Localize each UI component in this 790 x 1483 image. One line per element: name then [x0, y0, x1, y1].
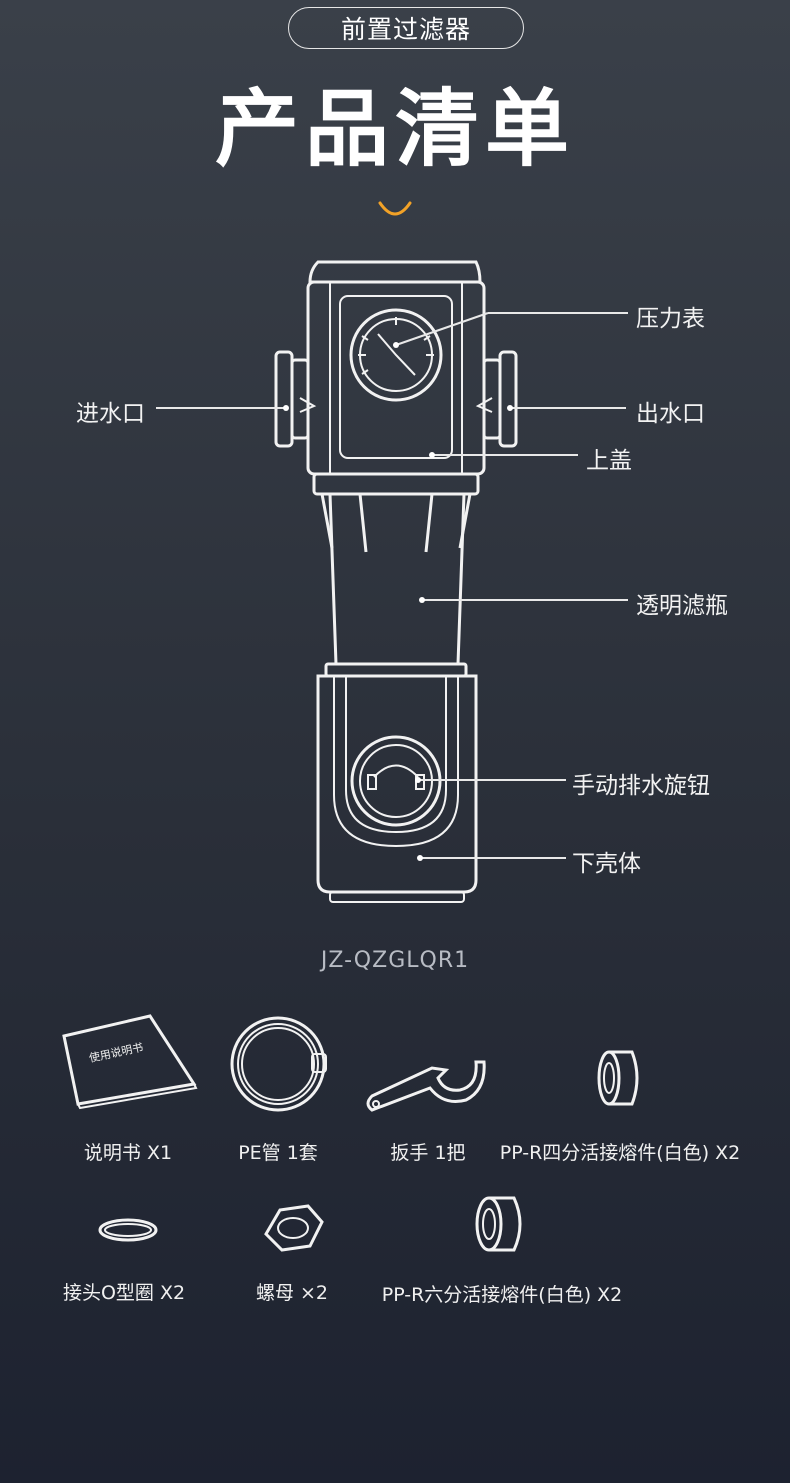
- ppr-fitting-small-icon: [597, 1050, 639, 1106]
- callout-outlet: 出水口: [636, 401, 705, 427]
- category-pill: 前置过滤器: [288, 7, 524, 49]
- item-label-o-ring: 接头O型圈 X2: [62, 1282, 186, 1304]
- pe-tube-icon: [230, 1016, 327, 1112]
- item-label-nut: 螺母 ×2: [255, 1282, 329, 1304]
- pressure-gauge-icon: [349, 308, 443, 402]
- chevron-down-icon: [378, 201, 412, 216]
- item-label-wrench: 扳手 1把: [390, 1142, 466, 1164]
- wrench-icon: [366, 1060, 486, 1112]
- outlet-fitting-icon: [475, 350, 518, 448]
- o-ring-icon: [98, 1218, 158, 1242]
- filter-diagram: [274, 260, 518, 903]
- manual-icon: 使用说明书: [62, 1014, 198, 1110]
- page-title: 产品清单: [214, 80, 575, 178]
- callout-inlet: 进水口: [76, 401, 145, 427]
- inlet-fitting-icon: [274, 350, 317, 448]
- manual-text: 使用说明书: [88, 1040, 145, 1065]
- callout-lower-shell: 下壳体: [572, 851, 641, 877]
- callout-drain-knob: 手动排水旋钮: [572, 773, 710, 799]
- item-label-ppr-small: PP-R四分活接熔件(白色) X2: [499, 1142, 741, 1164]
- callout-transparent-bottle: 透明滤瓶: [636, 593, 728, 619]
- model-number: JZ-QZGLQR1: [320, 948, 470, 973]
- nut-icon: [264, 1204, 324, 1252]
- item-label-pe-tube: PE管 1套: [238, 1142, 318, 1164]
- callout-top-cover: 上盖: [586, 448, 632, 474]
- callout-pressure-gauge: 压力表: [636, 306, 705, 332]
- ppr-fitting-large-icon: [475, 1196, 522, 1252]
- item-label-ppr-large: PP-R六分活接熔件(白色) X2: [381, 1284, 623, 1306]
- item-label-manual: 说明书 X1: [83, 1142, 173, 1164]
